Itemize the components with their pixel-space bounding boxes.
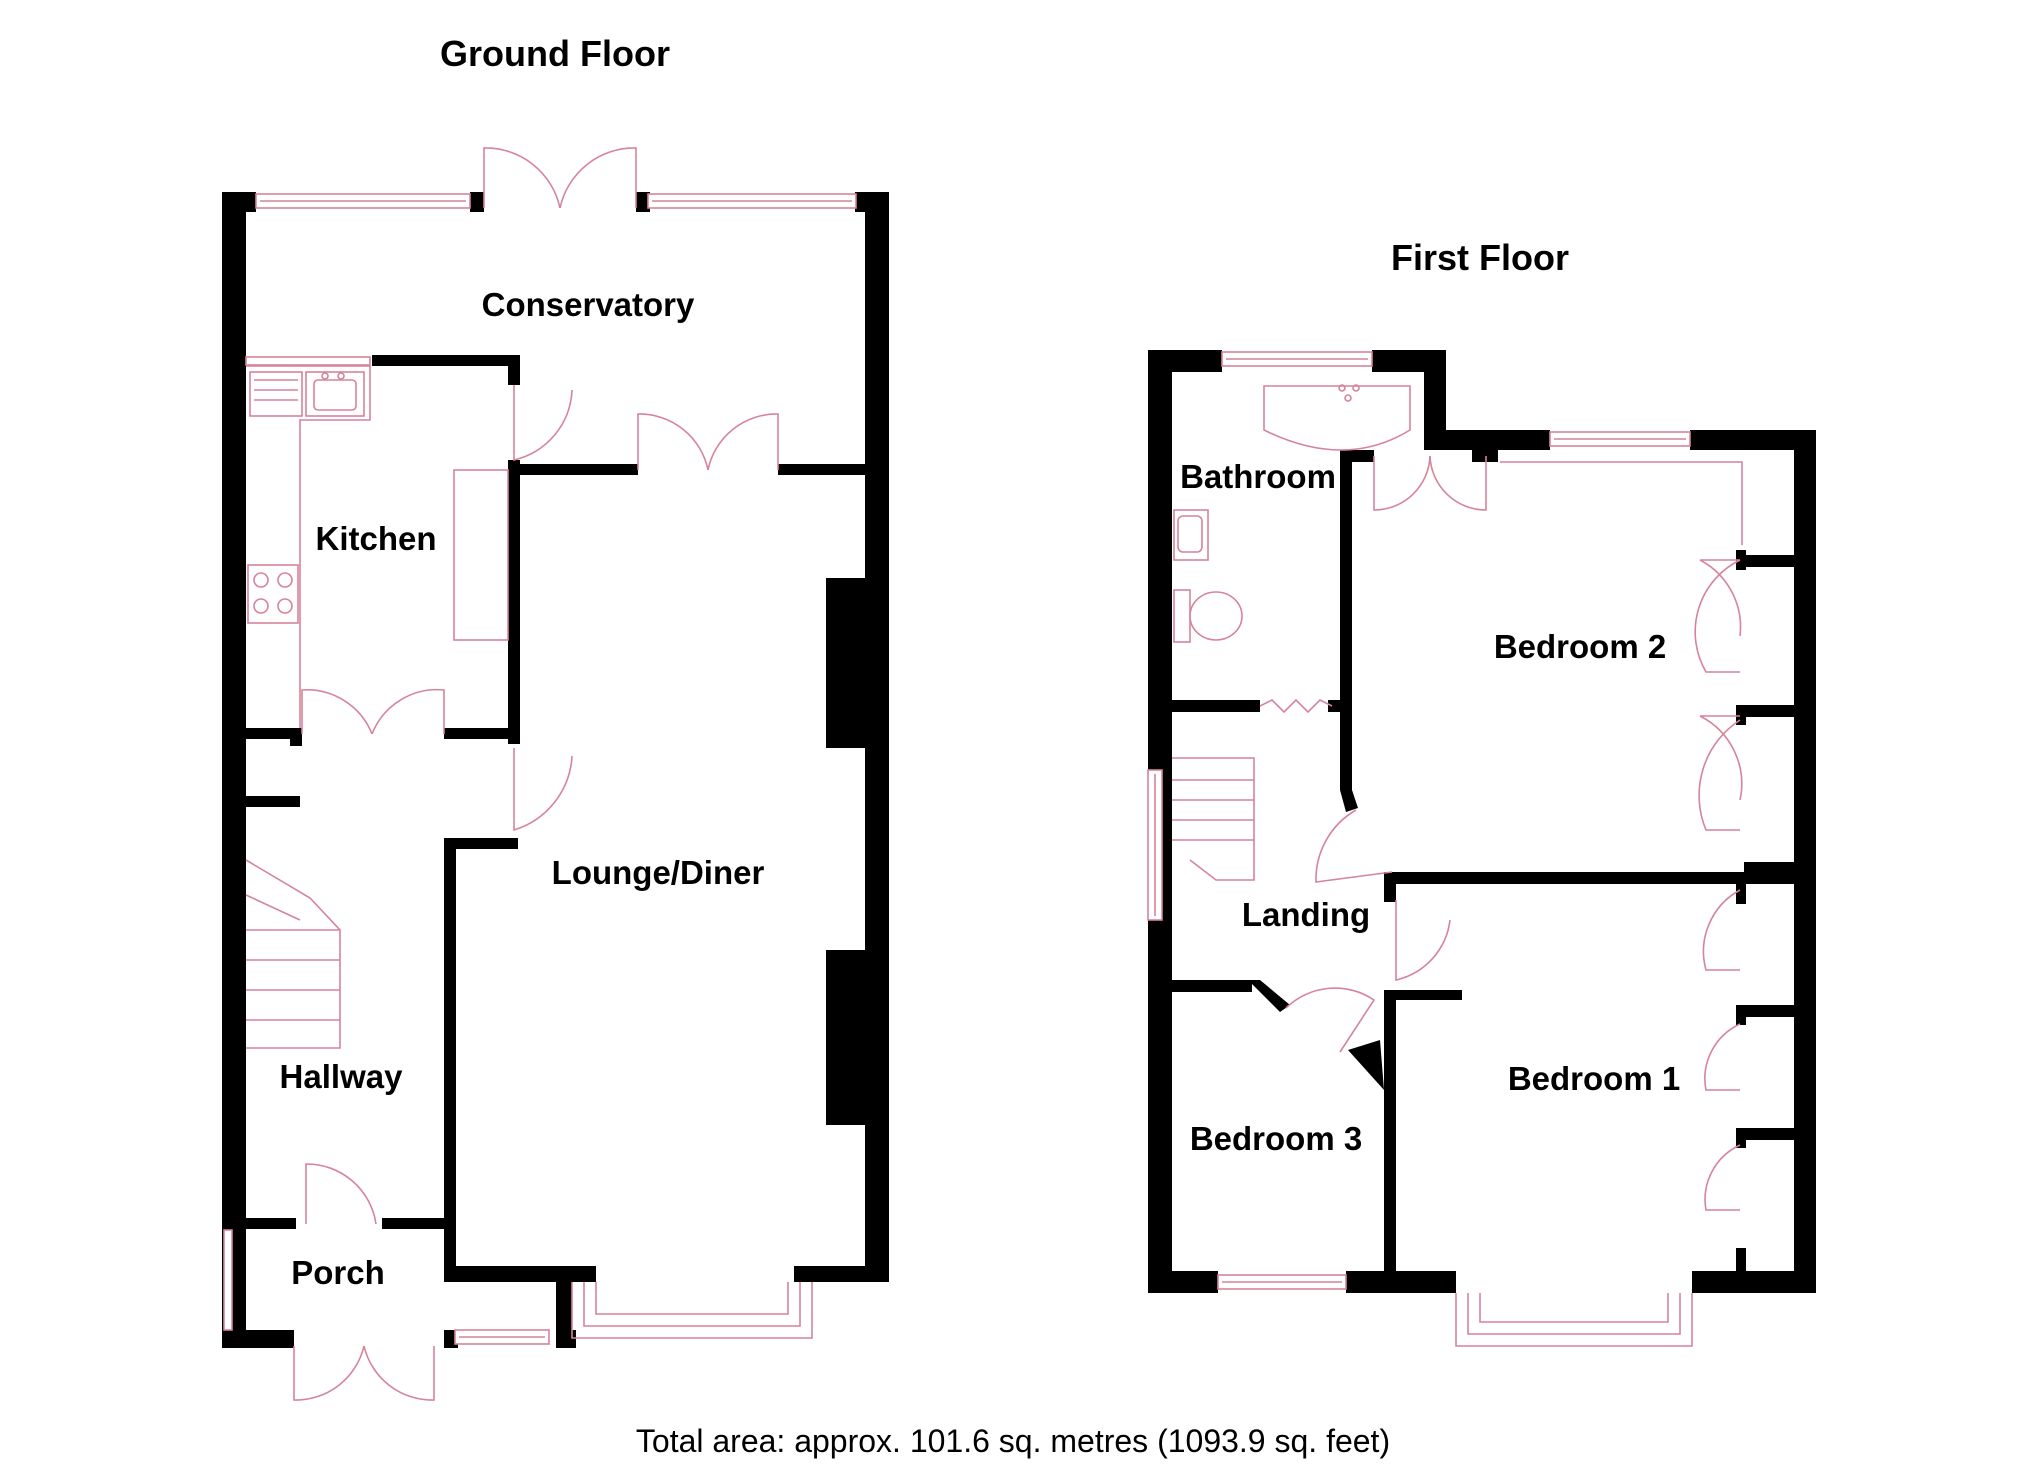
ground-floor-walls [222,192,889,1348]
room-label-conservatory: Conservatory [482,286,695,323]
first-floor-windows [1147,351,1693,1347]
first-floor-doors [1259,455,1743,1211]
first-floor-plan: First Floor [1147,237,1816,1347]
ground-floor-doors [293,147,779,1401]
room-label-kitchen: Kitchen [315,520,436,557]
first-floor-fixtures [1172,384,1743,881]
room-label-landing: Landing [1242,896,1370,933]
room-label-bedroom-2: Bedroom 2 [1494,628,1666,665]
room-label-bathroom: Bathroom [1180,458,1336,495]
room-label-lounge-diner: Lounge/Diner [552,854,765,891]
ground-floor-title: Ground Floor [440,33,670,74]
ground-floor-plan: Ground Floor [222,33,889,1401]
total-area-caption: Total area: approx. 101.6 sq. metres (10… [636,1423,1390,1459]
ground-floor-fixtures [245,365,509,1049]
room-label-bedroom-1: Bedroom 1 [1508,1060,1680,1097]
first-floor-title: First Floor [1391,237,1569,278]
room-label-porch: Porch [291,1254,385,1291]
room-label-hallway: Hallway [280,1058,404,1095]
room-label-bedroom-3: Bedroom 3 [1190,1120,1362,1157]
ground-floor-windows [223,193,857,1345]
